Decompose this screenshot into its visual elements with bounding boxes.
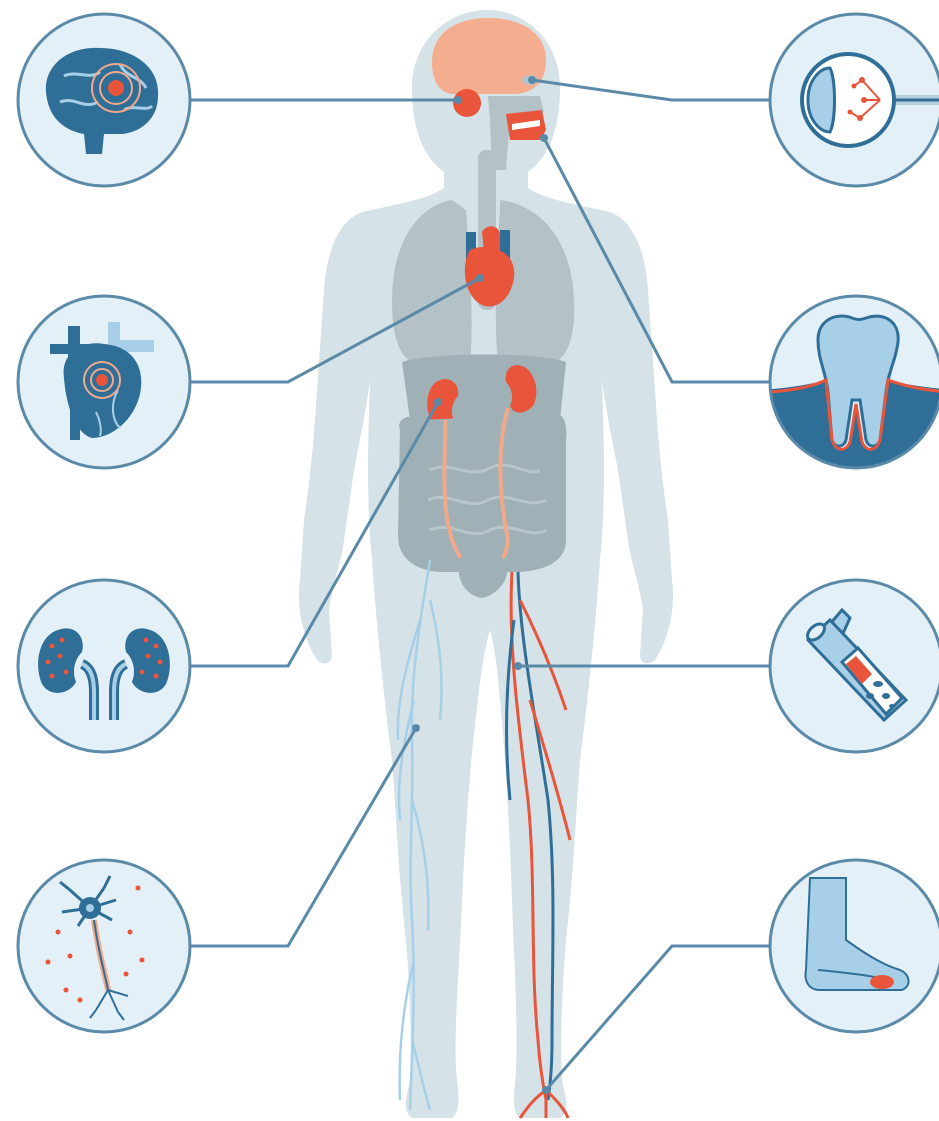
tooth-callout: [760, 296, 939, 480]
brain-callout: [18, 14, 190, 186]
upper-abdomen: [402, 355, 566, 421]
foot-ulcer: [870, 975, 894, 989]
heart-callout: [18, 296, 190, 468]
connector-nerve: [190, 728, 416, 946]
eye-callout: [770, 14, 939, 186]
heart-organ: [465, 226, 514, 306]
foot-callout: [770, 860, 939, 1032]
intestines: [398, 413, 566, 572]
kidneys-callout: [18, 580, 190, 752]
connector-foot: [546, 946, 770, 1090]
connector-eye: [532, 80, 770, 100]
blood-vessel-callout: [770, 580, 939, 752]
nerve-callout: [18, 860, 190, 1032]
